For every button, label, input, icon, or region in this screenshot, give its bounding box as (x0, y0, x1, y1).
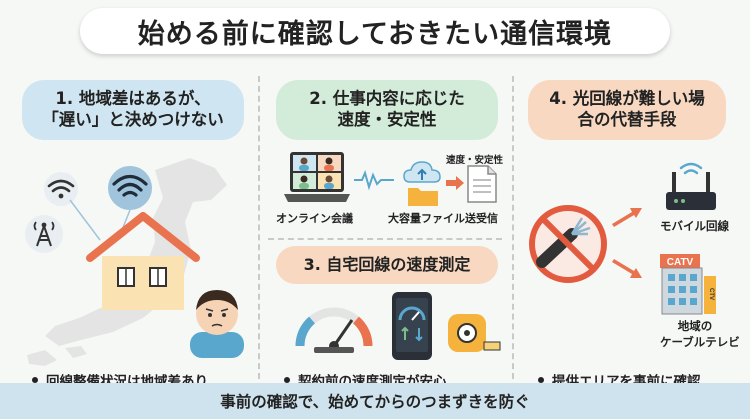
catv-label-line2: ケーブルテレビ (660, 335, 740, 349)
japan-map-illustration (27, 158, 227, 366)
online-meeting-label: オンライン会議 (276, 212, 353, 225)
section3-heading: 3. 自宅回線の速度測定 (276, 246, 498, 284)
footer-banner: 事前の確認で、始めてからのつまずきを防ぐ (0, 383, 750, 419)
house-icon (86, 212, 200, 310)
signal-tower-icon (25, 215, 63, 253)
laptop-video-call-icon (284, 152, 350, 202)
column-divider (258, 76, 260, 379)
wifi-icon (44, 172, 78, 206)
section2-heading: 2. 仕事内容に応じた 速度・安定性 (276, 80, 498, 140)
arrow-to-mobile-icon (612, 208, 642, 227)
bullet-dot (284, 377, 290, 383)
wifi-strong-icon (108, 166, 152, 210)
section1-heading-line2: 「遅い」と決めつけない (42, 110, 224, 129)
smartphone-speed-icon (392, 292, 432, 360)
catv-building-icon: CATV CTV (660, 254, 716, 315)
large-file-transfer-label: 大容量ファイル送受信 (388, 212, 498, 225)
section2-heading-line1: 2. 仕事内容に応じた (309, 89, 465, 109)
arrow-to-catv-icon (612, 259, 642, 278)
no-fiber-cable-icon (529, 205, 607, 283)
page-title: 始める前に確認しておきたい通信環境 (137, 18, 613, 50)
mobile-line-label: モバイル回線 (660, 219, 729, 233)
ctv-side-sign-text: CTV (708, 288, 714, 300)
section1-heading-line1: 1. 地域差はあるが、 (55, 89, 211, 109)
catv-label: 地域の ケーブルテレビ (660, 318, 740, 350)
section-divider (268, 238, 502, 240)
measuring-tape-icon (448, 314, 501, 352)
signal-wave-icon (354, 170, 394, 191)
mobile-router-icon (666, 162, 716, 210)
section4-heading: 4. 光回線が難しい場 合の代替手段 (528, 80, 726, 140)
speed-stability-label: 速度・安定性 (446, 155, 504, 166)
speedometer-icon (295, 307, 373, 353)
document-icon (467, 165, 497, 203)
cloud-upload-folder-icon (403, 161, 441, 206)
section4-heading-line1: 4. 光回線が難しい場 (549, 89, 705, 109)
section2-heading-line2: 速度・安定性 (337, 110, 437, 129)
section4-heading-line2: 合の代替手段 (577, 110, 677, 129)
worried-person-avatar (190, 290, 244, 358)
section1-heading: 1. 地域差はあるが、 「遅い」と決めつけない (22, 80, 244, 140)
bullet-dot (32, 377, 38, 383)
bullet-dot (538, 377, 544, 383)
catv-sign-text: CATV (667, 257, 694, 268)
arrow-right-icon (446, 176, 464, 190)
footer-text: 事前の確認で、始めてからのつまずきを防ぐ (220, 393, 530, 411)
title-banner: 始める前に確認しておきたい通信環境 (80, 8, 670, 54)
section3-heading-text: 3. 自宅回線の速度測定 (303, 255, 471, 274)
catv-label-line1: 地域の (677, 319, 713, 333)
column-divider (512, 76, 514, 379)
